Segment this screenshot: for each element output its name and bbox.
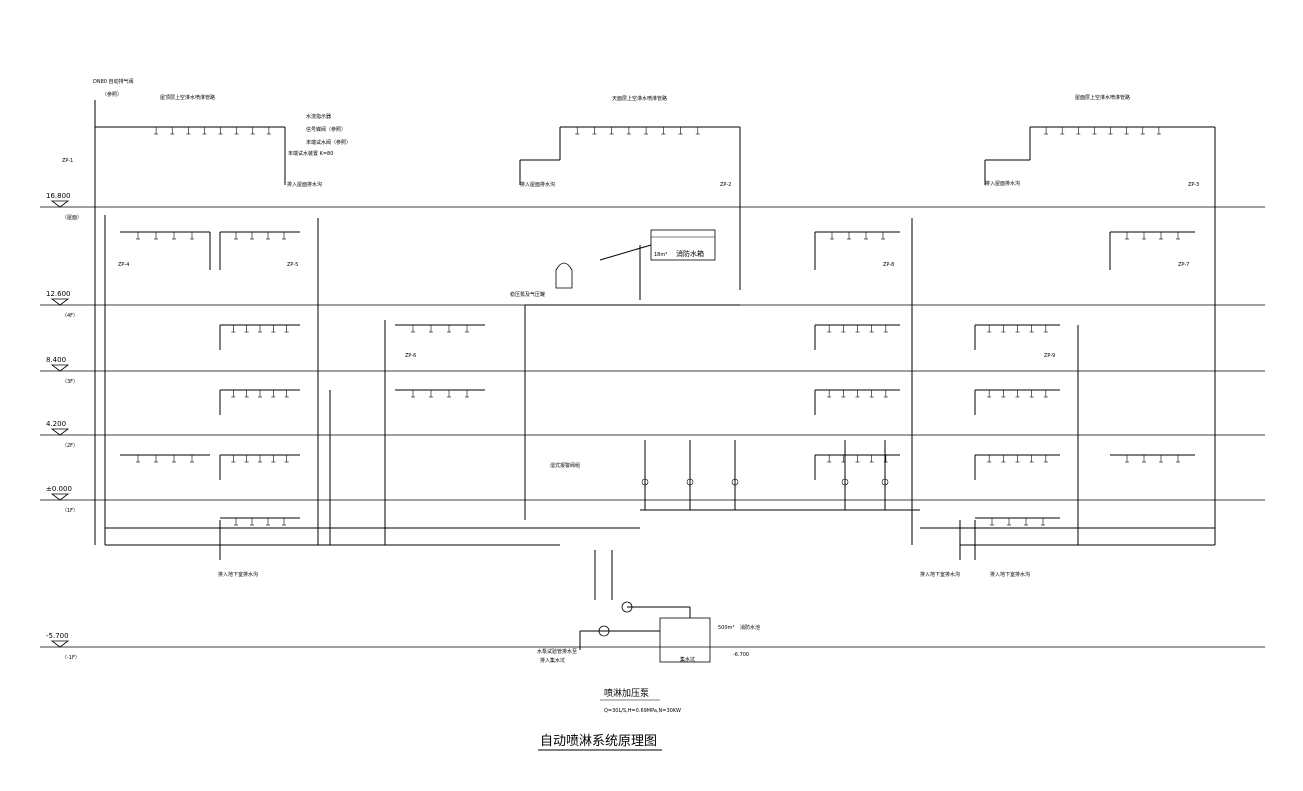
exhaust-valve-note: （参照） [102,91,122,98]
riser-label: ZP-5 [287,262,298,268]
riser-label: ZP-9 [1044,353,1055,359]
drain-label-mid: 排入屋面排水沟 [520,181,555,188]
pipe-network [94,100,1216,650]
pool-volume: 500m³ [718,625,734,631]
level-marker-icon [50,298,70,306]
riser-label: ZP-3 [1188,182,1199,188]
sump-label: 集水坑 [680,656,695,663]
pipe [599,244,652,261]
level-floor: （4F） [62,313,78,319]
drain-label-left: 排入屋面排水沟 [287,181,322,188]
riser-label: ZP-4 [118,262,129,268]
level-elevation: 8.400 [46,356,66,364]
outlet-drain-left: 排入地下室排水沟 [218,571,258,578]
water-tank [650,229,716,261]
alarm-valve-icon [686,478,694,486]
level-floor: （屋面） [62,215,82,221]
signal-valve-label: 信号蝶阀（参照） [306,126,346,133]
pool-label: 消防水池 [740,624,760,631]
level-elevation: -5.700 [46,632,69,640]
level-elevation: 4.200 [46,420,66,428]
riser-label: ZP-6 [405,353,416,359]
pump-inlet-label-2: 排入集水坑 [540,657,565,664]
level-labels: 16.800 （屋面） 12.600 （4F） 8.400 （3F） 4.200 （2F） ±0… [46,192,82,661]
level-floor: （2F） [62,443,78,449]
fire-pool [659,617,711,663]
tank-label: 消防水箱 [676,249,704,258]
outlet-drain-right: 排入地下室排水沟 [990,571,1030,578]
level-floor: （1F） [62,508,78,514]
roof-pipes-right-label: 屋面层上空淋水喷淋管路 [1075,94,1130,101]
level-floor: （3F） [62,379,78,385]
sump-level: -6.700 [733,652,749,658]
riser-label: ZP-1 [62,158,73,164]
alarm-valve-icon [881,478,889,486]
exhaust-valve-label: DN80 自动排气阀 [93,78,134,85]
roof-pipes-mid-label: 天面层上空淋水喷淋管路 [612,95,667,102]
riser-label: ZP-8 [883,262,894,268]
water-flow-label: 水流指示器 [306,113,331,120]
roof-pipes-left-label: 屋顶层上空淋水喷淋管路 [160,94,215,101]
level-elevation: 12.600 [46,290,71,298]
tank-volume: 18m³ [654,252,667,258]
test-valve-label: 末端试水阀（参照） [306,139,351,146]
floor-lines [40,200,1265,648]
riser-labels: ZP-1ZP-2 ZP-3ZP-4 ZP-5ZP-6 ZP-7 ZP-8ZP-9 [62,158,1199,359]
riser-label: ZP-7 [1178,262,1189,268]
drain-label-right: 排入屋面排水沟 [985,180,1020,187]
level-marker-icon [50,200,70,208]
pump-label: 喷淋加压泵 [604,687,649,699]
pump-spec: Q=30L/S,H=0.69MPa,N=30KW [604,708,681,714]
alarm-valve-icon [731,478,739,486]
level-marker-icon [50,364,70,372]
alarm-valve-icon [841,478,849,486]
level-floor: （-1F） [62,655,80,661]
level-marker-icon [50,428,70,436]
diagram-title: 自动喷淋系统原理图 [540,734,657,749]
alarm-valve-label: 湿式报警阀组 [550,462,580,469]
alarm-valve-icon [641,478,649,486]
level-elevation: 16.800 [46,192,71,200]
pump-icon [598,625,610,637]
level-marker-icon [50,493,70,501]
riser-label: ZP-2 [720,182,731,188]
pump-inlet-label: 水泵试验管排水至 [537,648,577,655]
pressure-tank-label: 稳压泵及气压罐 [510,291,545,298]
pump-icon-standby [621,601,633,613]
level-marker-icon [50,640,70,648]
test-device-label: 末端试水装置 K=80 [288,150,333,157]
outlet-drain-mid: 排入地下室排水沟 [920,571,960,578]
pressure-tank-icon [555,262,573,289]
level-elevation: ±0.000 [46,485,72,493]
sprinkler-heads [136,127,1180,526]
